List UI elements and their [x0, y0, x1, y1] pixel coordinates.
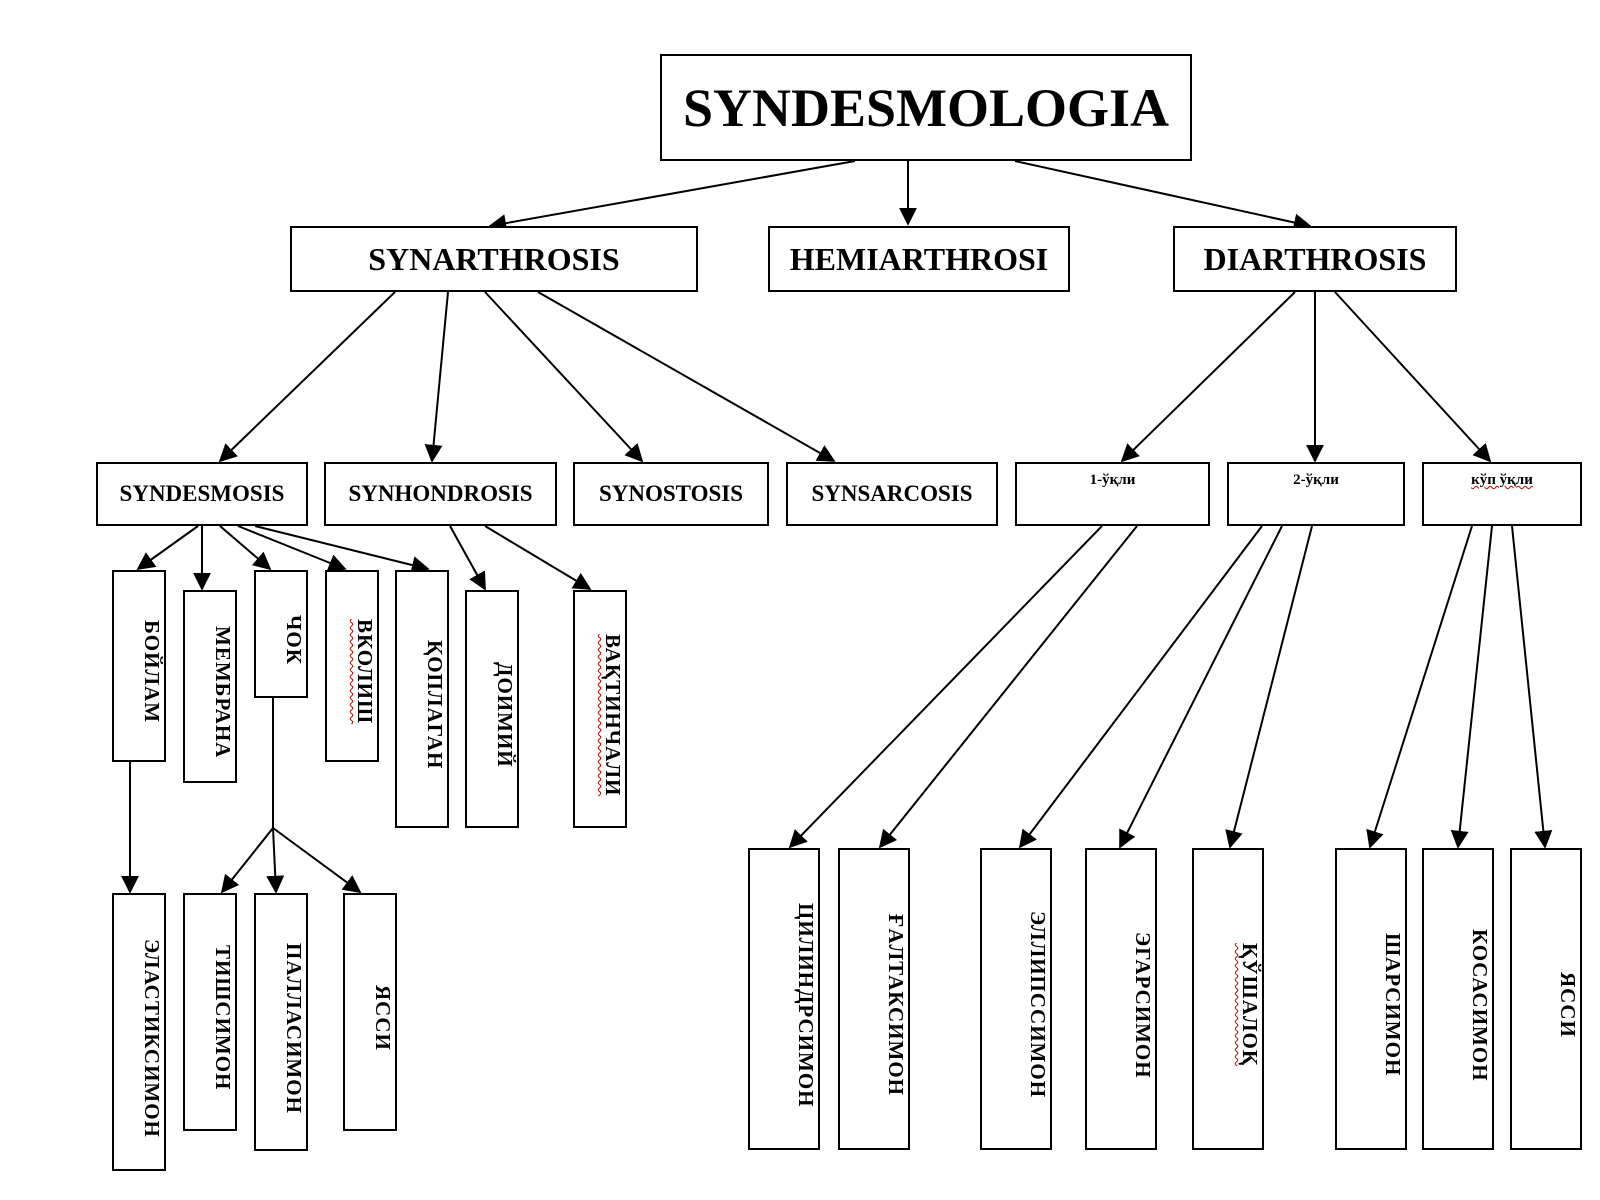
node-vaqtinchali: ВАҚТИНЧАЛИ — [573, 590, 627, 828]
arrow-synhondrosis-vaqtinchali — [484, 525, 592, 590]
kosasimon-label: КОСАСИМОН — [1468, 928, 1492, 1082]
synhondrosis-label: SYNHONDROSIS — [348, 481, 533, 506]
node-yassi-suture: ЯССИ — [343, 893, 397, 1131]
tishsimon-label: ТИШСИМОН — [211, 945, 235, 1091]
node-qoshaloq: ҚЎШАЛОҚ — [1192, 848, 1264, 1150]
node-boylam: БОЙЛАМ — [112, 570, 166, 762]
node-multiaxial: кўп ўқли — [1422, 462, 1582, 526]
qoplagan-label: ҚОПЛАГАН — [423, 640, 447, 770]
node-synarthrosis: SYNARTHROSIS — [290, 226, 698, 292]
node-membrana: МЕМБРАНА — [183, 590, 237, 783]
arrow-uniaxial-tsilindrsimon — [788, 525, 1103, 849]
arrow-chok-pallasimon — [266, 827, 285, 894]
sharsimon-label: ШАРСИМОН — [1381, 933, 1405, 1077]
node-diarthrosis: DIARTHROSIS — [1173, 226, 1457, 292]
arrow-multiaxial-sharsimon — [1366, 525, 1473, 849]
arrow-chok-yassi — [272, 827, 362, 894]
node-kosasimon: КОСАСИМОН — [1422, 848, 1494, 1150]
node-tsilindrsimon: ЦИЛИНДРСИМОН — [748, 848, 820, 1150]
arrow-uniaxial-galtaksimon — [878, 525, 1138, 849]
node-galtaksimon: ҒАЛТАКСИМОН — [838, 848, 910, 1150]
arrow-syndesmosis-vkolish — [237, 525, 347, 572]
arrow-biaxial-egarsimon — [1119, 525, 1283, 849]
arrow-synarthrosis-synhondrosis — [424, 291, 449, 463]
arrow-synarthrosis-synsarcosis — [537, 291, 836, 462]
arrow-synhondrosis-doimiy — [449, 525, 486, 591]
arrow-biaxial-qoshaloq — [1225, 525, 1313, 849]
node-hemiarthrosis: HEMIARTHROSI — [768, 226, 1070, 292]
qoshaloq-label: ҚЎШАЛОҚ — [1238, 943, 1262, 1067]
node-chok: ЧОК — [254, 570, 308, 698]
arrow-chok-tishsimon — [220, 827, 274, 894]
node-syndesmosis: SYNDESMOSIS — [96, 462, 308, 526]
node-egarsimon: ЭГАРСИМОН — [1085, 848, 1157, 1150]
galtaksimon-label: ҒАЛТАКСИМОН — [884, 914, 908, 1096]
node-synostosis: SYNOSTOSIS — [573, 462, 769, 526]
arrow-synarthrosis-syndesmosis — [218, 291, 396, 463]
node-pallasimon: ПАЛЛАСИМОН — [254, 893, 308, 1151]
doimiy-label: ДОИМИЙ — [493, 662, 517, 768]
node-synhondrosis: SYNHONDROSIS — [324, 462, 557, 526]
biaxial-label: 2-ўқли — [1293, 472, 1339, 488]
arrow-root-diarthrosis — [1014, 160, 1312, 232]
arrow-syndesmosis-qoplagan — [254, 525, 430, 574]
root-label: SYNDESMOLOGIA — [682, 77, 1170, 138]
synsarcosis-label: SYNSARCOSIS — [811, 481, 973, 506]
node-synsarcosis: SYNSARCOSIS — [786, 462, 998, 526]
diarthrosis-label: DIARTHROSIS — [1203, 240, 1427, 277]
egarsimon-label: ЭГАРСИМОН — [1131, 931, 1155, 1079]
arrow-diarthrosis-multiaxial — [1334, 291, 1492, 463]
membrana-label: МЕМБРАНА — [211, 626, 235, 759]
vaqtinchali-label: ВАҚТИНЧАЛИ — [601, 633, 625, 797]
chok-label: ЧОК — [282, 615, 306, 665]
tsilindrsimon-label: ЦИЛИНДРСИМОН — [794, 902, 818, 1108]
arrow-multiaxial-kosasimon — [1450, 525, 1493, 849]
multiaxial-label: кўп ўқли — [1471, 472, 1533, 488]
vkolish-label: ВКОЛИШ — [353, 619, 377, 725]
arrow-biaxial-ellipssimon — [1018, 525, 1263, 849]
node-biaxial: 2-ўқли — [1227, 462, 1405, 526]
node-ellipssimon: ЭЛЛИПССИМОН — [980, 848, 1052, 1150]
arrow-root-synarthrosis — [488, 160, 856, 233]
boylam-label: БОЙЛАМ — [140, 620, 164, 724]
ellipssimon-label: ЭЛЛИПССИМОН — [1026, 911, 1050, 1099]
root-node-syndesmologia: SYNDESMOLOGIA — [660, 54, 1192, 161]
synarthrosis-label: SYNARTHROSIS — [368, 240, 620, 277]
node-sharsimon: ШАРСИМОН — [1335, 848, 1407, 1150]
hemiarthrosis-label: HEMIARTHROSI — [789, 240, 1049, 277]
arrow-syndesmosis-boylam — [136, 525, 199, 571]
node-yassi-joint: ЯССИ — [1510, 848, 1582, 1150]
node-doimiy: ДОИМИЙ — [465, 590, 519, 828]
node-uniaxial: 1-ўқли — [1015, 462, 1210, 526]
synostosis-label: SYNOSTOSIS — [598, 481, 744, 506]
syndesmosis-label: SYNDESMOSIS — [119, 481, 285, 506]
arrow-multiaxial-yassi — [1511, 525, 1553, 849]
arrow-synarthrosis-synostosis — [484, 291, 644, 463]
yassi-joint-label: ЯССИ — [1556, 972, 1580, 1038]
yassi-suture-label: ЯССИ — [371, 985, 395, 1051]
arrow-syndesmosis-chok — [219, 525, 272, 571]
arrow-diarthrosis-uniaxial — [1120, 291, 1296, 463]
node-elastiksimon: ЭЛАСТИКСИМОН — [112, 893, 166, 1171]
elastiksimon-label: ЭЛАСТИКСИМОН — [140, 938, 164, 1138]
node-tishsimon: ТИШСИМОН — [183, 893, 237, 1131]
pallasimon-label: ПАЛЛАСИМОН — [282, 942, 306, 1114]
node-qoplagan: ҚОПЛАГАН — [395, 570, 449, 828]
uniaxial-label: 1-ўқли — [1089, 472, 1136, 488]
node-vkolish: ВКОЛИШ — [325, 570, 379, 762]
